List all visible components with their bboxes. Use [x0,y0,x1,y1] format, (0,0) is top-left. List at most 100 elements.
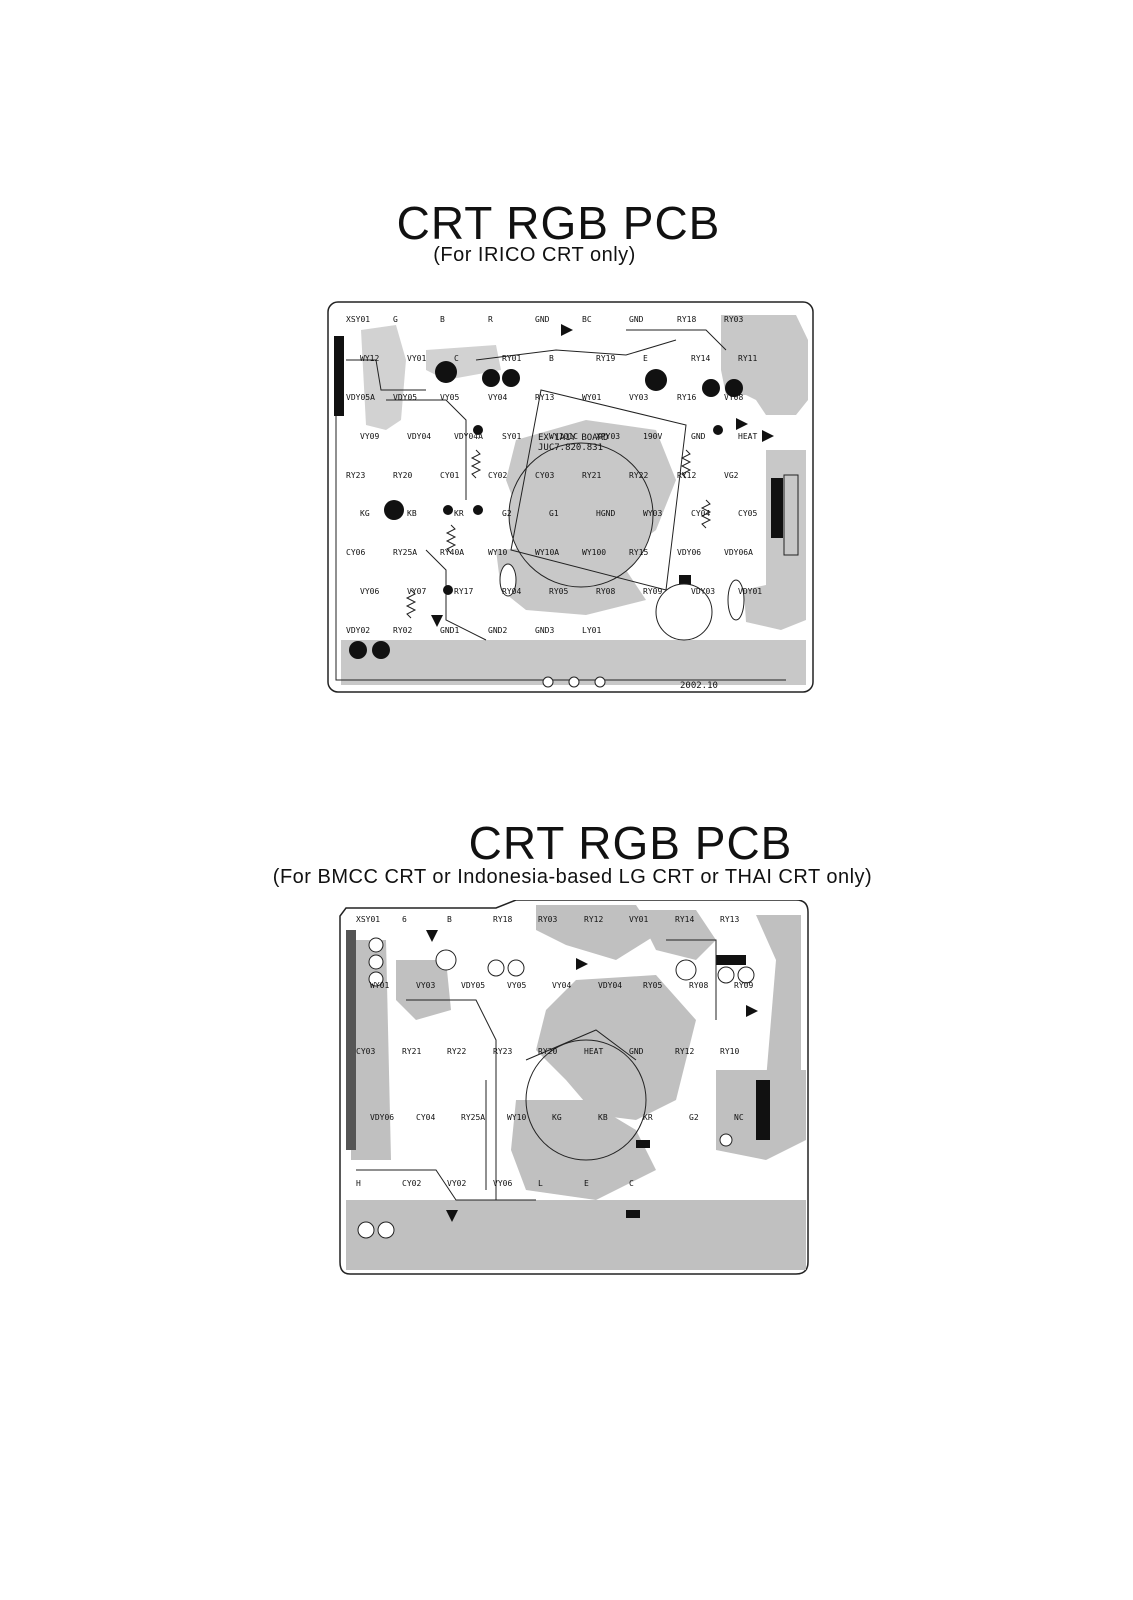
component-label: RY03 [538,915,557,924]
component-label: XSY01 [356,915,380,924]
transistor-vy08 [702,379,720,397]
component-label: CY04 [416,1113,435,1122]
component-label: VY06 [360,587,379,596]
component-label: GND [629,1047,644,1056]
transistor-vy01 [435,361,457,383]
component-label: VY03 [416,981,435,990]
component-label: LY01 [582,626,601,635]
component-label: WY100 [582,548,606,557]
component-label: RY05 [549,587,568,596]
component-label: CY02 [488,471,507,480]
board1-subtitle: (For IRICO CRT only) [433,244,636,266]
transistor-vy05 [482,369,500,387]
component-label: WY10A [535,548,559,557]
component-label: GND [629,315,644,324]
component-label: G2 [502,509,512,518]
component-label: 6 [402,915,407,924]
component-label: 190V [643,432,662,441]
connector-heat [756,1080,770,1140]
component-label: VG2 [724,471,739,480]
component-label: KG [360,509,370,518]
component-label: VDY05 [393,393,417,402]
transistor-vy06 [357,1221,375,1239]
component-label: RY10 [720,1047,739,1056]
board2-title: CRT RGB PCB [468,817,793,869]
component-label: G2 [689,1113,699,1122]
component-label: VDY03 [691,587,715,596]
component-label: E [584,1179,589,1188]
component-label: H [356,1179,361,1188]
component-label: CY05 [738,509,757,518]
component-label: RY16 [677,393,696,402]
transistor-vy02 [384,500,404,520]
transistor-vy03 [675,959,697,981]
component-label: CY06 [346,548,365,557]
component-label: VY06 [493,1179,512,1188]
component-label: WY10 [488,548,507,557]
component-label: C [454,354,459,363]
component-label: B [447,915,452,924]
transistor-vy05 [487,959,505,977]
connector-xsy01 [346,930,356,1150]
component-label: RY40A [440,548,464,557]
component-label: RY14 [675,915,694,924]
component-label: RY20 [538,1047,557,1056]
component-label: RY03 [724,315,743,324]
transistor-vy07 [372,641,390,659]
capacitor-cy05 [655,583,713,641]
board1-title: CRT RGB PCB [396,197,721,249]
component-label: WY03 [643,509,662,518]
component-label: RY17 [454,587,473,596]
component-label: VDY06A [724,548,753,557]
component-label: GND1 [440,626,459,635]
component-label: RY15 [629,548,648,557]
pad-gnd2 [568,676,580,688]
pad-gnd1 [542,676,554,688]
component-label: HEAT [738,432,757,441]
transistor-vy06 [349,641,367,659]
board-date: 2002.10 [680,681,718,691]
component-label: VDY04 [598,981,622,990]
component-label: RY18 [677,315,696,324]
pad-gnd3 [594,676,606,688]
component-label: VY03 [629,393,648,402]
diode-vdy05 [576,958,588,970]
board-code: JUC7.820.831 [538,443,603,453]
connector-xsy01 [334,336,344,416]
component-label: KB [598,1113,608,1122]
diode-vdy06 [431,615,443,627]
component-label: VY04 [488,393,507,402]
component-label: RY12 [584,915,603,924]
component-label: RY18 [493,915,512,924]
component-label: SY01 [502,432,521,441]
component-label: WY01 [370,981,389,990]
transistor-vy03 [645,369,667,391]
component-label: CY01 [440,471,459,480]
component-label: GND [535,315,550,324]
component-label: B [549,354,554,363]
component-label: B [440,315,445,324]
component-label: RY05 [643,981,662,990]
component-label: RY20 [393,471,412,480]
component-label: RY11 [738,354,757,363]
component-label: NC [734,1113,744,1122]
component-label: VDY05A [346,393,375,402]
component-label: WY01 [582,393,601,402]
component-label: VY04 [552,981,571,990]
component-label: RY01 [502,354,521,363]
component-label: VDY06 [370,1113,394,1122]
component-label: G [393,315,398,324]
component-label: CY03 [535,471,554,480]
component-label: GND [691,432,706,441]
component-label: VY09 [360,432,379,441]
component-label: XPY03 [596,432,620,441]
component-label: KG [552,1113,562,1122]
component-label: RY14 [691,354,710,363]
component-label: VDY04 [407,432,431,441]
diode-vdy04 [736,418,748,430]
component-label: WY10 [507,1113,526,1122]
component-label: RY09 [643,587,662,596]
